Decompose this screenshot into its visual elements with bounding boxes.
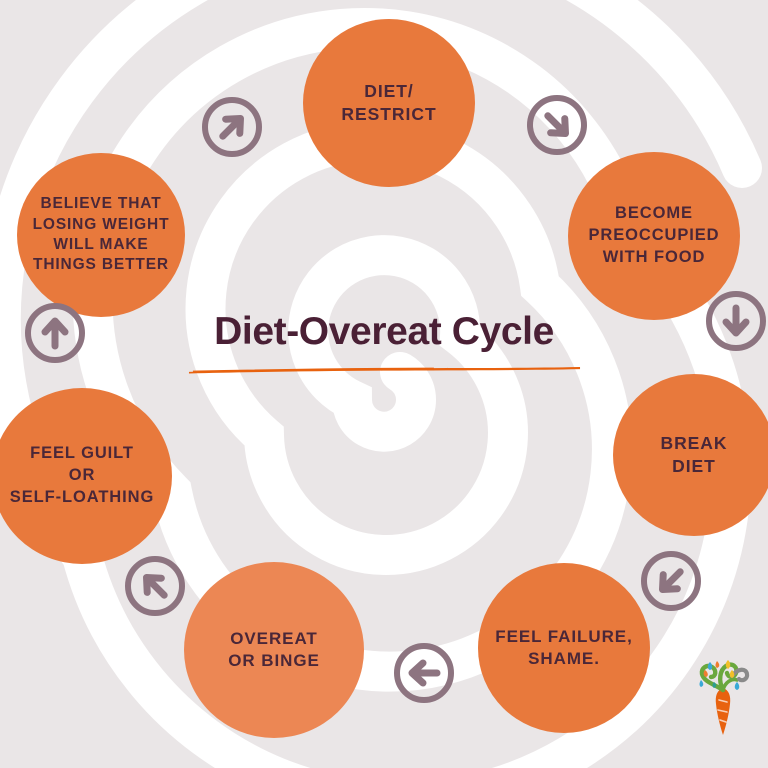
arrow-up-right-icon[interactable] (199, 94, 265, 160)
arrow-down-left-icon[interactable] (638, 548, 704, 614)
cycle-node-feel-failure-shame[interactable]: FEEL FAILURE, SHAME. (478, 563, 650, 733)
cycle-node-label: FEEL FAILURE, SHAME. (495, 626, 633, 668)
cycle-node-break-diet[interactable]: BREAK DIET (613, 374, 768, 536)
cycle-node-label: DIET/ RESTRICT (341, 80, 437, 124)
carrot-logo (699, 660, 750, 735)
arrow-up-left-icon[interactable] (122, 553, 188, 619)
arrow-left-icon[interactable] (391, 640, 457, 706)
cycle-node-label: BREAK DIET (660, 432, 728, 476)
cycle-node-feel-guilt-or-self-loathing[interactable]: FEEL GUILT OR SELF-LOATHING (0, 388, 172, 564)
cycle-node-believe-losing-weight-will-make-things-better[interactable]: BELIEVE THAT LOSING WEIGHT WILL MAKE THI… (17, 153, 185, 317)
cycle-node-label: BELIEVE THAT LOSING WEIGHT WILL MAKE THI… (32, 195, 170, 274)
arrow-down-right-icon[interactable] (524, 92, 590, 158)
arrow-down-icon[interactable] (703, 288, 768, 354)
cycle-node-label: OVEREAT OR BINGE (228, 628, 320, 670)
cycle-node-diet-restrict[interactable]: DIET/ RESTRICT (303, 19, 475, 187)
arrow-up-icon[interactable] (22, 300, 88, 366)
cycle-node-label: BECOME PREOCCUPIED WITH FOOD (588, 204, 720, 266)
cycle-node-become-preoccupied-with-food[interactable]: BECOME PREOCCUPIED WITH FOOD (568, 152, 740, 320)
cycle-node-label: FEEL GUILT OR SELF-LOATHING (9, 444, 155, 506)
cycle-node-overeat-or-binge[interactable]: OVEREAT OR BINGE (184, 562, 364, 738)
